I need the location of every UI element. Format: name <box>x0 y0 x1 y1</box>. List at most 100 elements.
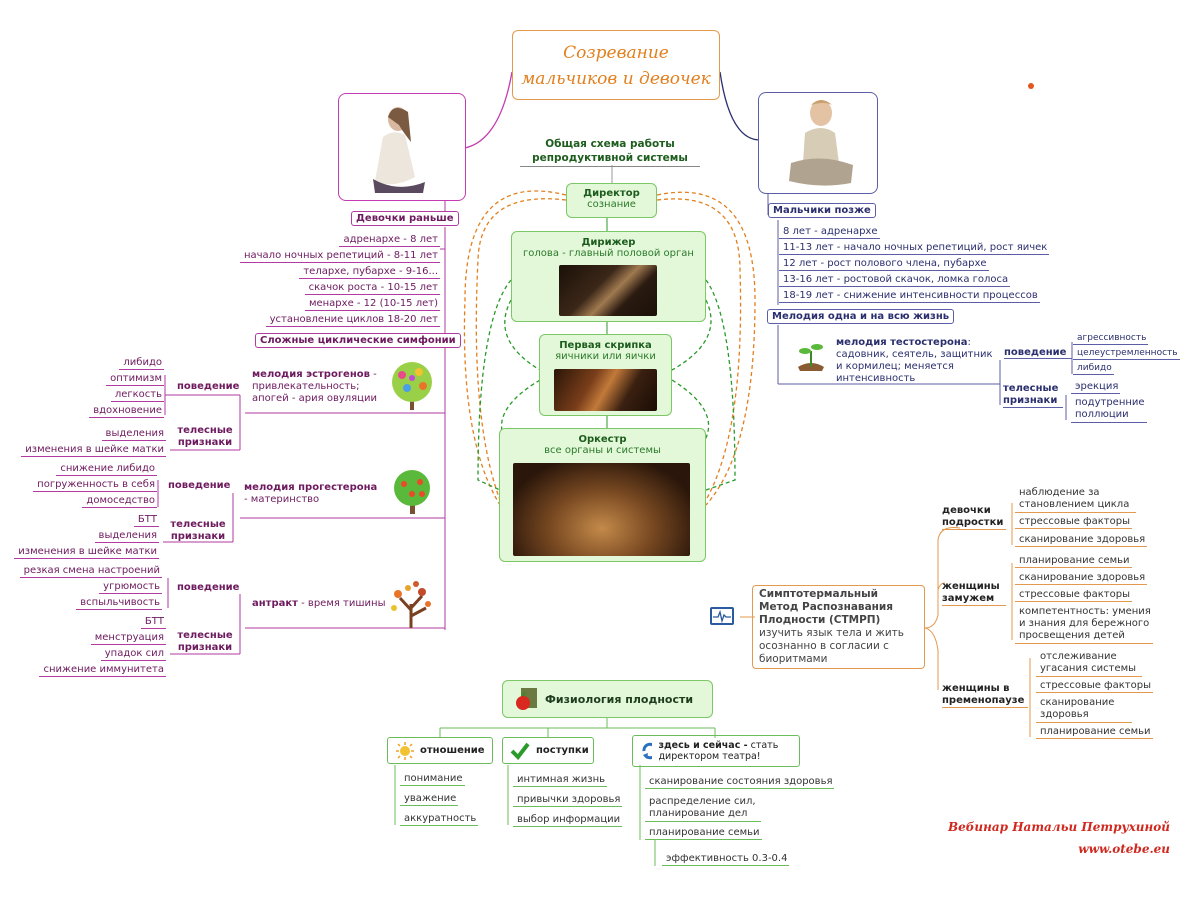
conductor-sub: голова - главный половой орган <box>523 248 694 259</box>
estrogen-behavior-item: оптимизм <box>106 373 164 386</box>
testosterone-melody: мелодия тестостерона: садовник, сеятель,… <box>836 337 996 385</box>
orchestra-title: Оркестр <box>578 434 627 445</box>
director-title: Директор <box>583 188 640 199</box>
entracte-body-item: менструация <box>90 632 166 645</box>
entracte-title: антракт <box>252 598 298 609</box>
girls-item: менархе - 12 (10-15 лет) <box>304 298 440 311</box>
apple-book-icon <box>516 688 537 710</box>
now-label-bold: здесь и сейчас - <box>658 740 748 751</box>
stmrp-premeno-item: сканирование здоровья <box>1036 697 1132 723</box>
boys-header: Мальчики позже <box>768 203 876 218</box>
entracte-melody: антракт - время тишины <box>252 598 385 609</box>
testosterone-behavior-item: либидо <box>1073 363 1114 375</box>
entracte-body-label: телесные признаки <box>177 630 233 653</box>
entracte-behavior-item: угрюмость <box>99 581 162 594</box>
testosterone-body-label: телесные признаки <box>1003 383 1063 408</box>
entracte-rest: - время тишины <box>297 598 386 609</box>
scheme-line2: репродуктивной системы <box>532 152 688 164</box>
estrogen-melody: мелодия эстрогенов - привлекательность; … <box>252 369 382 405</box>
estrogen-behavior-item: вдохновение <box>89 405 164 418</box>
stmrp-teen-label: девочки подростки <box>942 505 1006 530</box>
boy-figure-frame <box>758 92 878 194</box>
boys-item: 8 лет - адренархе <box>779 226 880 239</box>
boys-item: 13-16 лет - ростовой скачок, ломка голос… <box>779 274 1011 287</box>
boy-figure-icon <box>789 100 853 186</box>
stmrp-desc: изучить язык тела и жить осознанно в сог… <box>759 627 904 665</box>
stmrp-married-label: женщины замужем <box>942 581 1006 606</box>
orchestra-sub: все органы и системы <box>544 445 661 456</box>
attitude-item: аккуратность <box>400 813 479 826</box>
progesterone-rest: - материнство <box>244 494 320 505</box>
attitude-item: уважение <box>400 793 459 806</box>
progesterone-behavior-item: погруженность в себя <box>33 479 157 492</box>
estrogen-title: мелодия эстрогенов <box>252 369 370 380</box>
girls-header: Девочки раньше <box>351 211 459 226</box>
scheme-line1: Общая схема работы <box>545 138 675 150</box>
violin-node[interactable]: Первая скрипка яичники или яички <box>539 334 672 416</box>
estrogen-rest: - привлекательность; апогей - ария овуля… <box>252 369 377 404</box>
girls-item: начало ночных репетиций - 8-11 лет <box>239 250 440 263</box>
stmrp-premeno-label: женщины в пременопаузе <box>942 683 1028 708</box>
estrogen-behavior-item: либидо <box>119 357 164 370</box>
boys-item: 12 лет - рост полового члена, пубархе <box>779 258 989 271</box>
title-line2: мальчиков и девочек <box>521 69 711 89</box>
physiology-node[interactable]: Физиология плодности <box>502 680 713 718</box>
stmrp-teen-item: сканирование здоровья <box>1015 534 1148 547</box>
stmrp-married-item: стрессовые факторы <box>1015 589 1132 602</box>
now-label: здесь и сейчас - стать директором театра… <box>658 740 799 762</box>
testosterone-behavior-item: целеустремленность <box>1073 348 1180 360</box>
girls-item: скачок роста - 10-15 лет <box>304 282 440 295</box>
conductor-title: Дирижер <box>581 237 636 248</box>
testosterone-body-item: эрекция <box>1071 381 1121 394</box>
actions-label: поступки <box>536 745 589 756</box>
now-node[interactable]: здесь и сейчас - стать директором театра… <box>632 735 800 767</box>
entracte-body-item: упадок сил <box>100 648 166 661</box>
stmrp-title: Симптотермальный Метод Распознавания Пло… <box>759 588 894 626</box>
girls-item: установление циклов 18-20 лет <box>265 314 440 327</box>
website-link[interactable]: www.otebe.eu <box>1078 842 1170 856</box>
attitude-item: понимание <box>400 773 465 786</box>
estrogen-behavior-item: легкость <box>110 389 164 402</box>
stmrp-teen-item: стрессовые факторы <box>1015 516 1132 529</box>
progesterone-melody: мелодия прогестерона - материнство <box>244 482 384 506</box>
checkmark-icon <box>510 742 530 760</box>
symphonies-label: Сложные циклические симфонии <box>255 333 461 348</box>
actions-item: выбор информации <box>513 814 623 827</box>
estrogen-body-item: изменения в шейке матки <box>21 444 166 457</box>
stmrp-married-item: компетентность: умения и знания для бере… <box>1015 606 1153 644</box>
girls-item: адренархе - 8 лет <box>339 234 440 247</box>
estrogen-body-item: выделения <box>101 428 166 441</box>
testosterone-rest: : садовник, сеятель, защитник и кормилец… <box>836 337 993 384</box>
attitude-node[interactable]: отношение <box>387 737 493 764</box>
entracte-behavior-item: вспыльчивость <box>76 597 162 610</box>
girls-item: телархе, пубархе - 9-16... <box>299 266 440 279</box>
entracte-behavior-item: резкая смена настроений <box>19 565 162 578</box>
sprout-icon <box>798 344 824 371</box>
monitor-icon[interactable] <box>709 606 735 628</box>
boys-item: 18-19 лет - снижение интенсивности проце… <box>779 290 1040 303</box>
refresh-icon <box>642 742 653 760</box>
girl-figure-frame <box>338 93 466 201</box>
sun-icon <box>396 741 414 760</box>
testosterone-title: мелодия тестостерона <box>836 337 968 348</box>
orchestra-node[interactable]: Оркестр все органы и системы <box>499 428 706 562</box>
actions-node[interactable]: поступки <box>502 737 594 764</box>
girl-figure-icon <box>373 107 425 193</box>
tree-estrogen-icon <box>392 362 432 410</box>
progesterone-body-item: изменения в шейке матки <box>14 546 159 559</box>
stmrp-node[interactable]: Симптотермальный Метод Распознавания Пло… <box>752 585 925 669</box>
conductor-photo <box>559 265 657 316</box>
violin-title: Первая скрипка <box>559 340 652 351</box>
main-title: Созревание мальчиков и девочек <box>512 30 720 100</box>
director-node[interactable]: Директор сознание <box>566 183 657 218</box>
testosterone-body-item: подутренние поллюции <box>1071 397 1147 423</box>
entracte-body-item: БТТ <box>140 616 166 629</box>
now-item: планирование семьи <box>645 827 762 840</box>
conductor-node[interactable]: Дирижер голова - главный половой орган <box>511 231 706 322</box>
entracte-body-item: снижение иммунитета <box>39 664 166 677</box>
director-sub: сознание <box>587 199 636 210</box>
now-label-rest: стать директором театра! <box>658 740 779 762</box>
now-item: распределение сил, планирование дел <box>645 796 761 822</box>
boys-item: 11-13 лет - начало ночных репетиций, рос… <box>779 242 1050 255</box>
